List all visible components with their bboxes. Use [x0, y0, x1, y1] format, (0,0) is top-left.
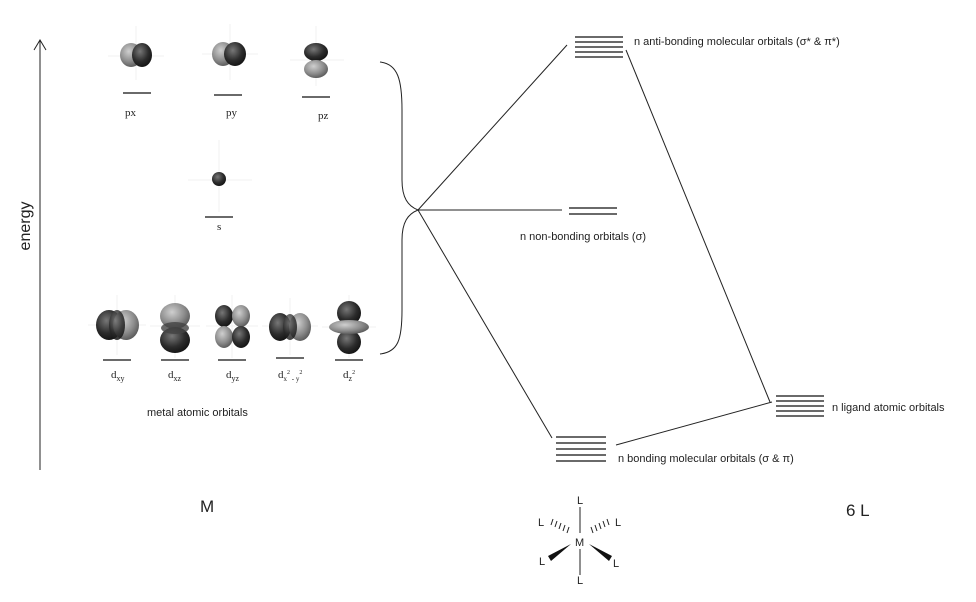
py-label: py — [226, 107, 238, 119]
complex-metal-label: M — [575, 537, 584, 549]
antibonding-label: n anti-bonding molecular orbitals (σ* & … — [634, 36, 840, 48]
antibonding-levels — [575, 36, 623, 58]
dxz-label: dxz — [168, 369, 182, 383]
dxy-orbital-icon — [88, 295, 146, 361]
ligand-levels — [776, 395, 824, 417]
dz2-orbital-icon — [322, 295, 376, 361]
s-orbital-icon — [188, 140, 252, 218]
energy-axis: energy — [17, 39, 47, 470]
pz-label: pz — [318, 110, 329, 122]
metal-symbol: M — [200, 497, 214, 516]
dxy-label: dxy — [111, 369, 125, 383]
nonbonding-levels — [569, 207, 617, 215]
complex-ligand-top: L — [577, 495, 583, 507]
ligand-orbitals-label: n ligand atomic orbitals — [832, 402, 945, 414]
pz-orbital-icon — [290, 26, 344, 98]
energy-axis-label: energy — [17, 202, 34, 251]
dyz-orbital-icon — [206, 295, 258, 361]
bonding-levels — [556, 436, 606, 462]
dyz-label: dyz — [226, 369, 240, 383]
dx2-y2-orbital-icon — [262, 298, 318, 359]
octahedral-complex-icon — [548, 507, 612, 575]
correlation-lines — [417, 44, 773, 446]
complex-ligand-lower-right: L — [613, 558, 619, 570]
dx2-y2-label: dx2 - y2 — [278, 369, 302, 383]
complex-ligand-lower-left: L — [539, 556, 545, 568]
ligand-symbol: 6 L — [846, 501, 870, 520]
bonding-label: n bonding molecular orbitals (σ & π) — [618, 453, 794, 465]
complex-ligand-upper-left: L — [538, 517, 544, 529]
dxz-orbital-icon — [150, 295, 200, 361]
px-label: px — [125, 107, 137, 119]
complex-ligand-upper-right: L — [615, 517, 621, 529]
nonbonding-label: n non-bonding orbitals (σ) — [520, 231, 646, 243]
px-orbital-icon — [108, 26, 164, 94]
complex-ligand-bottom: L — [577, 575, 583, 587]
metal-orbitals-brace — [379, 61, 420, 355]
py-orbital-icon — [202, 24, 258, 96]
metal-orbitals-label: metal atomic orbitals — [147, 407, 248, 419]
dz2-label: dz2 — [343, 369, 355, 383]
s-label: s — [217, 221, 221, 233]
